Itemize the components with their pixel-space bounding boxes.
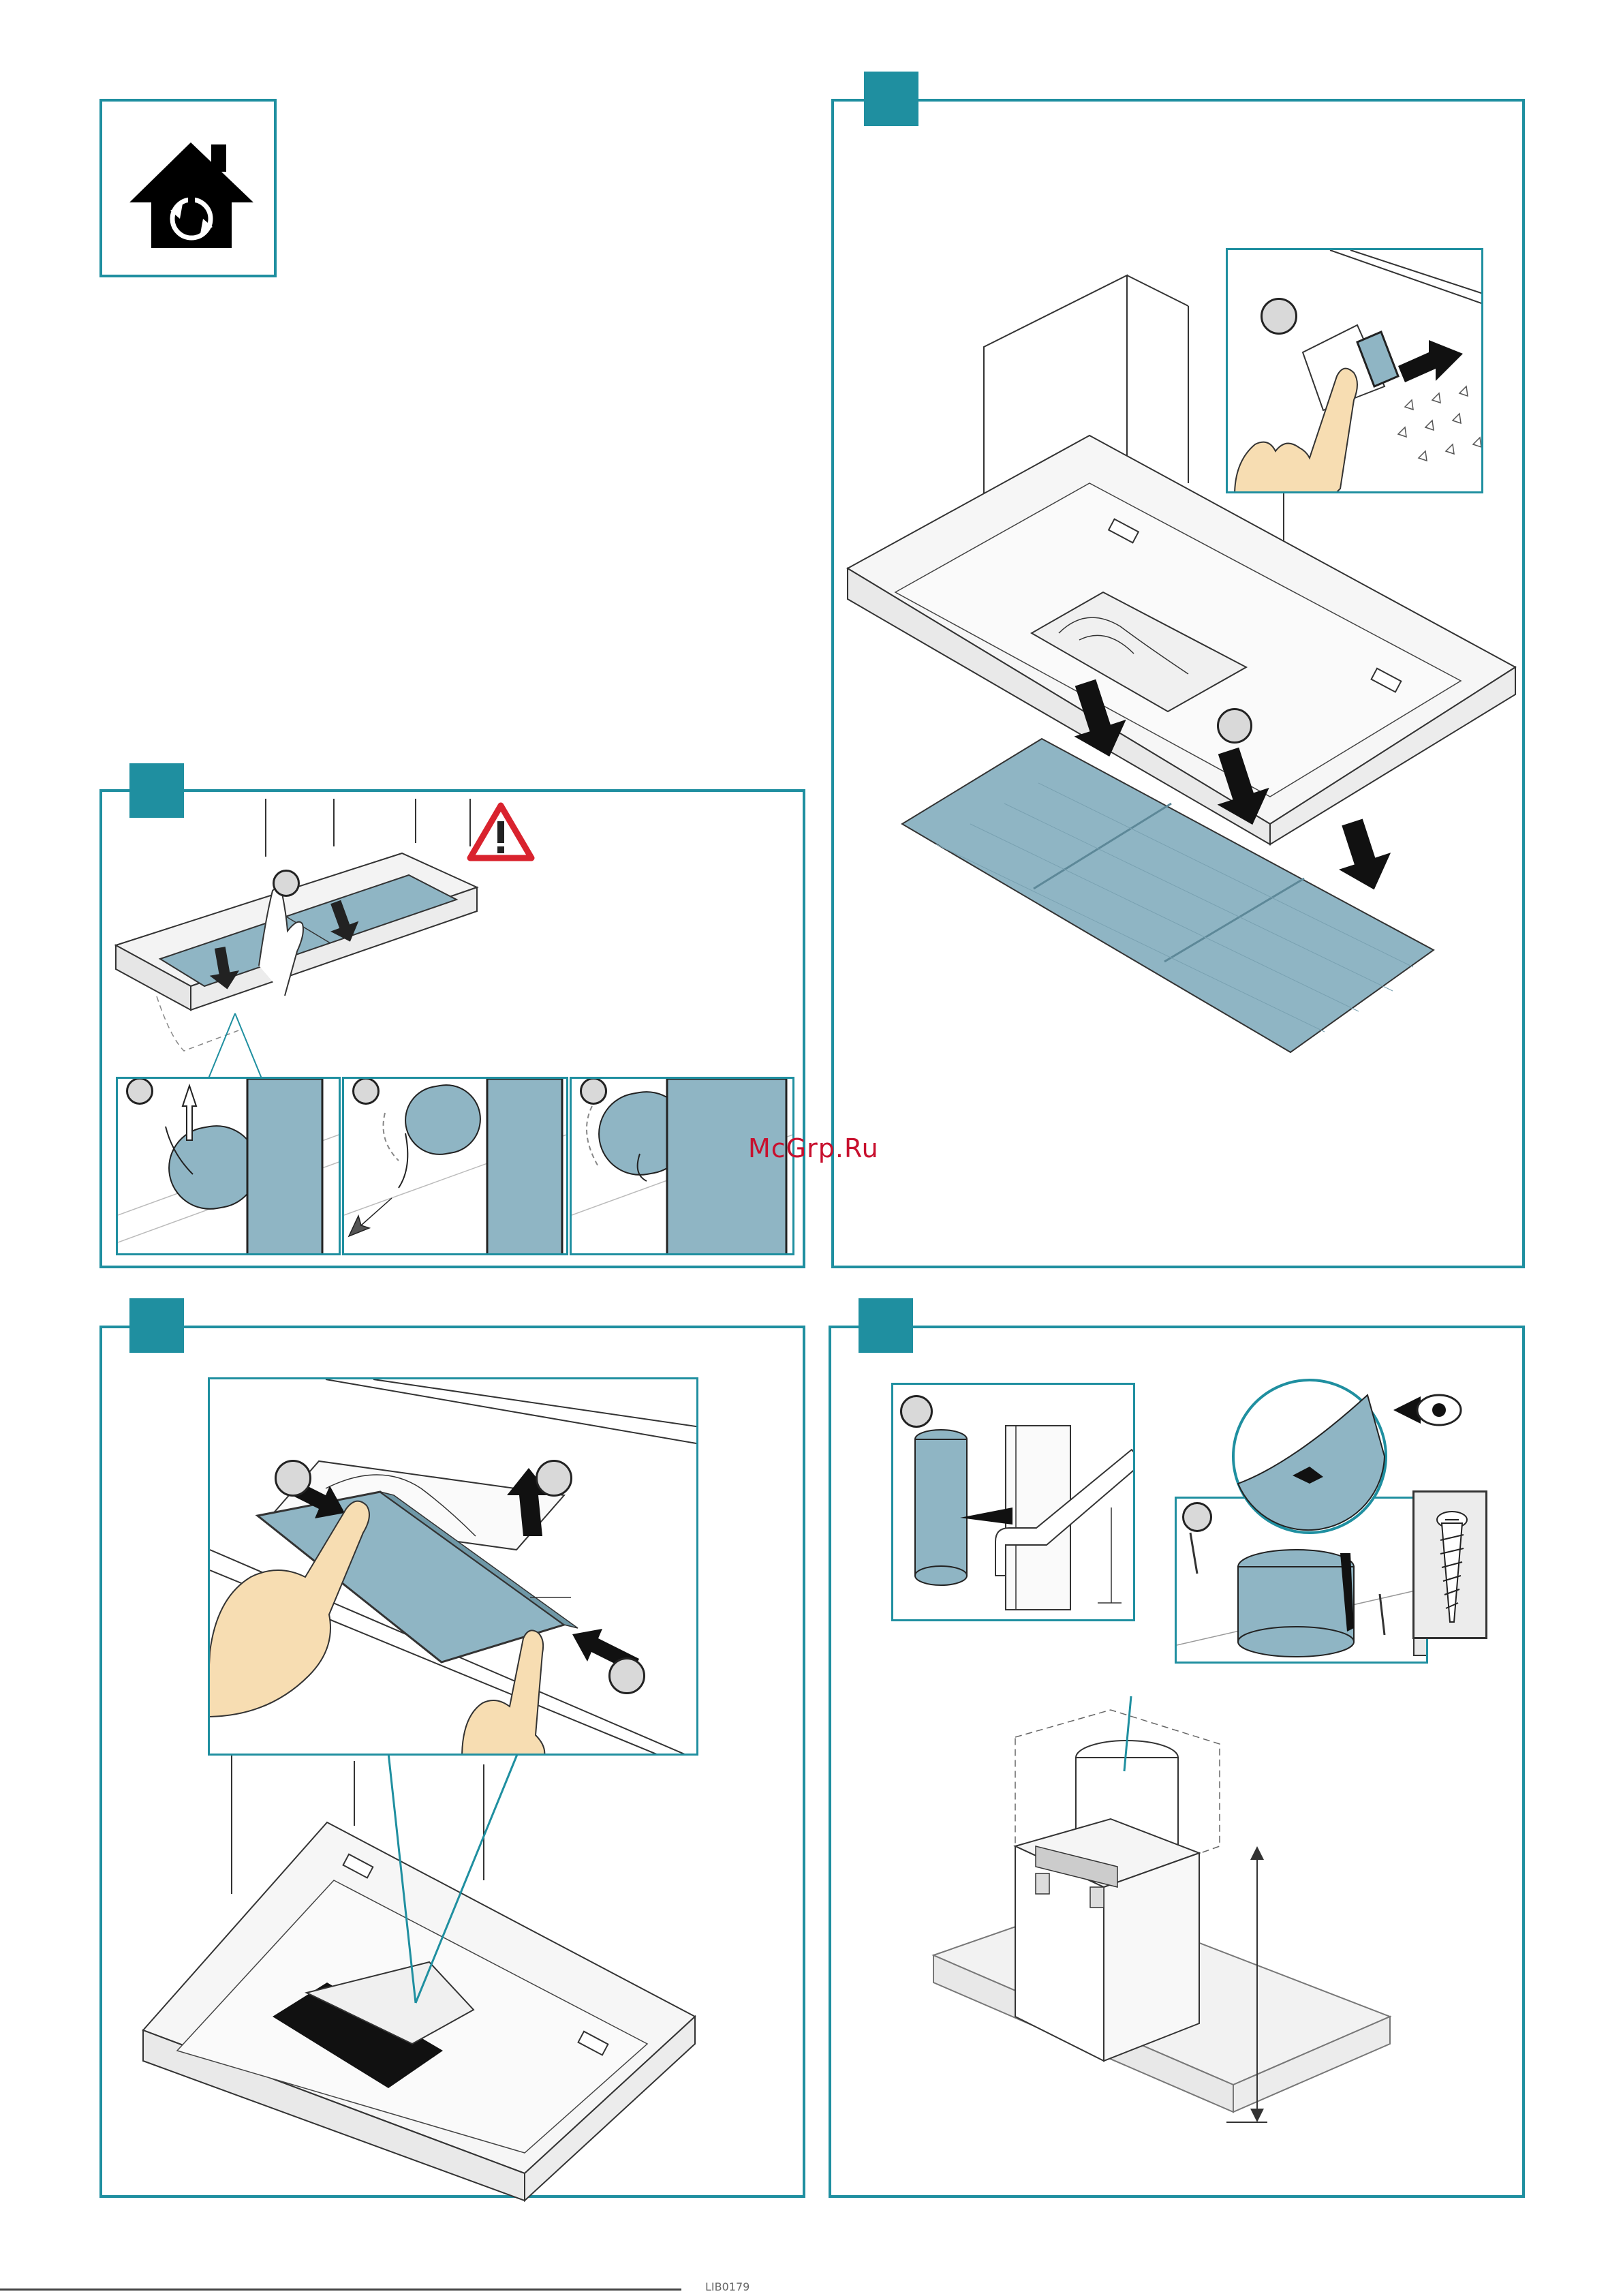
- step-marker: [352, 1077, 380, 1105]
- footer-code: LIB0179: [705, 2280, 749, 2293]
- inset-press-button: [1226, 248, 1483, 493]
- step-marker: [580, 1077, 607, 1105]
- step-remove-grease-filter-panel: [99, 789, 805, 1268]
- step-marker: [900, 1395, 933, 1428]
- subpanel-release-latch-2: [342, 1077, 568, 1255]
- step-marker: [126, 1077, 153, 1105]
- subpanel-release-latch-1: [116, 1077, 341, 1255]
- step-install-chimney-duct-panel: [829, 1326, 1525, 2198]
- watermark-text: McGrp.Ru: [748, 1133, 879, 1163]
- step-number-tag: [859, 1298, 913, 1353]
- step-marker: [1261, 298, 1297, 335]
- step-marker: [1217, 708, 1252, 744]
- step-number-tag: [129, 1298, 184, 1353]
- maintenance-icon-box: [99, 99, 277, 277]
- inset-remove-cover: [208, 1377, 698, 1756]
- subpanel-release-latch-3: [570, 1077, 794, 1255]
- magnifier-detail: [1228, 1375, 1391, 1538]
- footer-rule: [0, 2289, 681, 2291]
- step-marker: [275, 1460, 311, 1497]
- inset-duct-bracket: [891, 1383, 1135, 1621]
- step-marker: [1182, 1502, 1212, 1532]
- step-insert-carbon-filter-panel: [831, 99, 1525, 1268]
- step-number-tag: [864, 72, 918, 126]
- warning-icon: [467, 802, 535, 863]
- step-marker: [273, 870, 300, 897]
- step-marker: [608, 1657, 645, 1694]
- eye-icon: [1390, 1390, 1465, 1430]
- screw-detail-box: [1412, 1490, 1487, 1639]
- step-remove-cover-plate-panel: [99, 1326, 805, 2198]
- step-number-tag: [129, 763, 184, 818]
- screw-icon: [1415, 1493, 1487, 1639]
- house-cycle-icon: [102, 102, 279, 280]
- step-marker: [536, 1460, 572, 1497]
